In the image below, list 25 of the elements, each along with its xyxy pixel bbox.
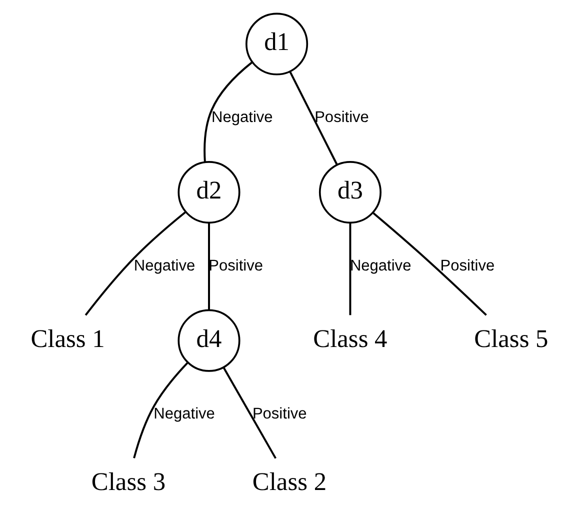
node-circle: d1 bbox=[245, 12, 308, 76]
node-text: Class 5 bbox=[474, 324, 548, 353]
edge-label: Negative bbox=[211, 109, 272, 126]
connector bbox=[288, 70, 338, 166]
edge-label: Positive bbox=[208, 257, 262, 274]
edge-label: Positive bbox=[314, 109, 368, 126]
connector bbox=[203, 62, 252, 162]
connector bbox=[222, 367, 276, 459]
connector bbox=[84, 212, 186, 316]
edge-label: Negative bbox=[153, 406, 214, 423]
edge-label: Negative bbox=[133, 257, 195, 274]
connector bbox=[132, 362, 188, 458]
node-text: Class 4 bbox=[312, 324, 387, 353]
node-text: Class 3 bbox=[90, 468, 166, 496]
edge-label: Positive bbox=[440, 257, 494, 274]
node-circle: d2 bbox=[177, 161, 240, 224]
connector bbox=[372, 212, 486, 316]
connector bbox=[208, 223, 210, 310]
edge-label: Negative bbox=[349, 257, 411, 274]
node-text: Class 2 bbox=[252, 468, 326, 496]
node-circle: d3 bbox=[318, 161, 381, 224]
node-text: Class 1 bbox=[30, 324, 104, 353]
node-circle: d4 bbox=[177, 309, 240, 372]
connector bbox=[348, 223, 351, 316]
edge-label: Positive bbox=[252, 406, 306, 423]
